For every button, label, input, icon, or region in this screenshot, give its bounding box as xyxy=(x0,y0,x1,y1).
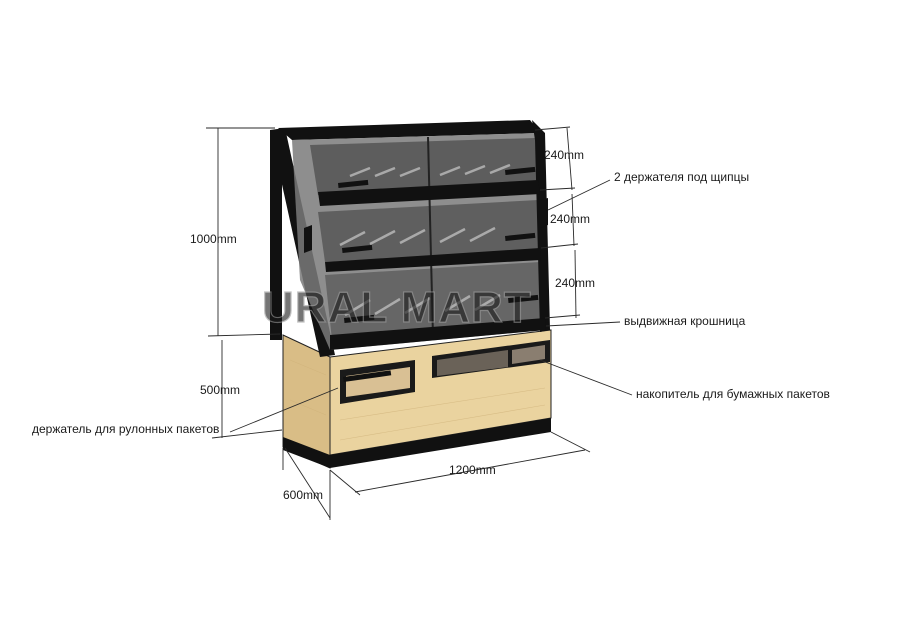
tongs-holder-left xyxy=(304,225,312,253)
callout-paper-bag-storage: накопитель для бумажных пакетов xyxy=(636,387,830,401)
label-height-total: 1000mm xyxy=(190,232,237,246)
watermark-text: URAL MART xyxy=(262,283,532,332)
paper-bag-storage-slot xyxy=(432,340,550,378)
label-shelf-bottom: 240mm xyxy=(555,276,595,290)
roll-bag-holder-slot xyxy=(340,360,415,404)
label-height-base: 500mm xyxy=(200,383,240,397)
tongs-holder-right xyxy=(540,198,548,228)
label-shelf-mid: 240mm xyxy=(550,212,590,226)
label-depth: 600mm xyxy=(283,488,323,502)
callout-roll-bag-holder: держатель для рулонных пакетов xyxy=(32,422,219,436)
callout-tongs-holders: 2 держателя под щипцы xyxy=(614,170,749,184)
callout-crumb-tray: выдвижная крошница xyxy=(624,314,746,328)
display-case xyxy=(270,120,550,357)
label-width: 1200mm xyxy=(449,463,496,477)
callout-leaders xyxy=(229,179,633,433)
label-shelf-top: 240mm xyxy=(544,148,584,162)
dimension-lines xyxy=(206,126,591,520)
